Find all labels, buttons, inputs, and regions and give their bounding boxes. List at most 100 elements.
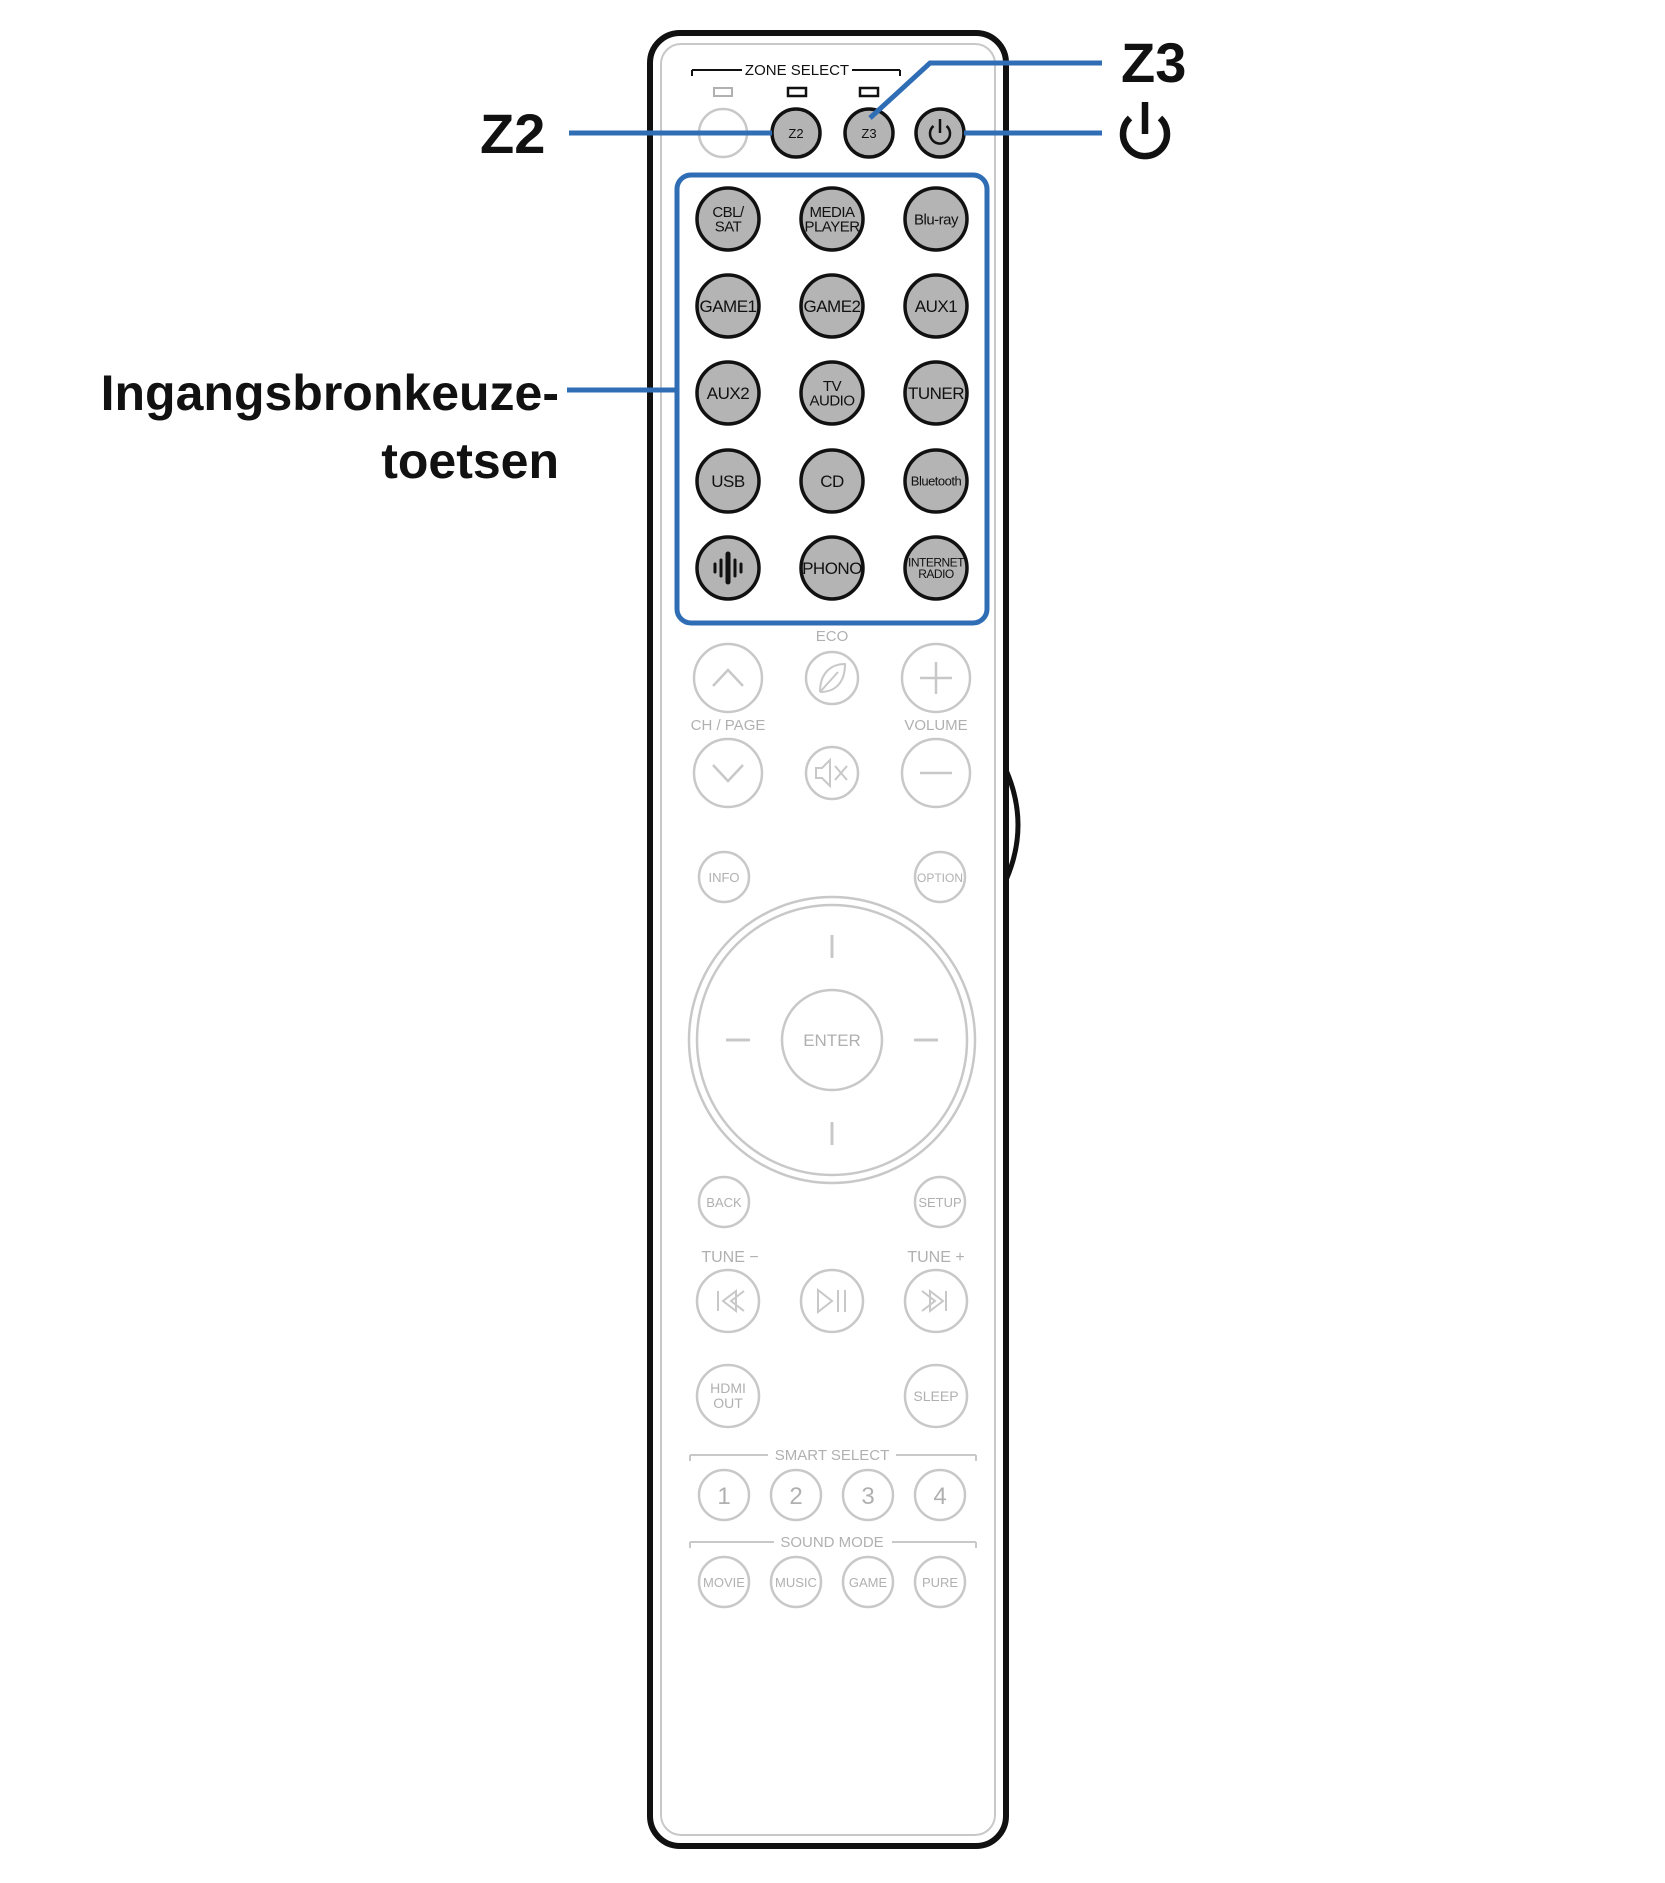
source-button-label: PLAYER	[804, 218, 860, 235]
power-icon	[928, 119, 952, 145]
tune-minus-label: TUNE −	[701, 1249, 758, 1266]
source-button-cd[interactable]: CD	[799, 448, 865, 514]
callout-input-keys-line2: toetsen	[381, 433, 559, 489]
callout-z2: Z2	[480, 102, 772, 165]
info-button[interactable]: INFO	[697, 850, 751, 904]
source-button-label: MEDIA	[809, 204, 855, 221]
sound-mode-movie-button[interactable]: MOVIE	[697, 1555, 751, 1609]
source-button-label: GAME1	[699, 297, 756, 316]
source-button-game1[interactable]: GAME1	[695, 273, 761, 339]
source-button-label: Bluetooth	[911, 474, 962, 489]
source-button-game2[interactable]: GAME2	[799, 273, 865, 339]
source-button-label: GAME2	[803, 297, 860, 316]
power-icon	[1119, 102, 1171, 160]
play-pause-button[interactable]	[799, 1268, 865, 1334]
play-pause-icon	[817, 1287, 846, 1315]
source-button-label: SAT	[715, 218, 742, 235]
smart-select-header: SMART SELECT	[689, 1447, 977, 1464]
eco-button[interactable]	[804, 650, 860, 706]
plus-icon	[920, 662, 952, 694]
source-button-bluetooth[interactable]: Bluetooth	[903, 448, 969, 514]
smart-select-label: 4	[933, 1483, 946, 1510]
sound-mode-header: SOUND MODE	[689, 1534, 977, 1551]
hdmi-out-label-line: HDMI	[710, 1380, 746, 1396]
source-button-aux1[interactable]: AUX1	[903, 273, 969, 339]
zone-indicator-main	[713, 87, 733, 97]
source-button-heos-icon[interactable]	[695, 535, 761, 601]
sound-mode-game-button[interactable]: GAME	[841, 1555, 895, 1609]
smart-select-3-button[interactable]: 3	[841, 1468, 895, 1522]
z3-button[interactable]: Z3	[843, 107, 895, 159]
source-button-label: CBL/	[712, 204, 745, 221]
volume-down-button[interactable]	[900, 737, 972, 809]
smart-select-1-button[interactable]: 1	[697, 1468, 751, 1522]
z2-button[interactable]: Z2	[770, 107, 822, 159]
source-button-cbl-sat[interactable]: CBL/SAT	[695, 186, 761, 252]
power-button[interactable]	[914, 107, 966, 159]
sleep-button[interactable]: SLEEP	[903, 1363, 969, 1429]
chevron-down-icon	[712, 764, 744, 783]
source-button-tuner[interactable]: TUNER	[903, 360, 969, 426]
callout-z3-label: Z3	[1121, 31, 1186, 94]
smart-select-2-button[interactable]: 2	[769, 1468, 823, 1522]
zone-indicator-z2	[786, 86, 808, 98]
source-button-label: TV	[823, 378, 842, 395]
source-button-label: USB	[711, 472, 745, 491]
ch-page-up-button[interactable]	[692, 642, 764, 714]
setup-button[interactable]: SETUP	[913, 1175, 967, 1229]
leaf-icon	[819, 662, 847, 693]
sound-mode-pure-button[interactable]: PURE	[913, 1555, 967, 1609]
back-button[interactable]: BACK	[697, 1175, 751, 1229]
enter-button[interactable]: ENTER	[780, 988, 884, 1092]
source-button-label: AUX1	[915, 297, 957, 316]
source-button-usb[interactable]: USB	[695, 448, 761, 514]
sound-mode-buttons: MOVIE MUSIC GAME PURE	[697, 1555, 967, 1609]
tune-plus-label: TUNE +	[907, 1249, 964, 1266]
smart-select-4-button[interactable]: 4	[913, 1468, 967, 1522]
sound-mode-label: GAME	[849, 1575, 888, 1590]
source-button-phono[interactable]: PHONO	[799, 535, 865, 601]
source-button-label: AUX2	[707, 384, 749, 403]
smart-select-label: 2	[789, 1483, 802, 1510]
option-button[interactable]: OPTION	[913, 850, 967, 904]
enter-label: ENTER	[803, 1031, 861, 1050]
skip-forward-icon	[921, 1288, 947, 1314]
callout-power	[964, 102, 1171, 160]
mute-button[interactable]	[804, 745, 860, 801]
next-button[interactable]	[903, 1268, 969, 1334]
smart-select-label: 1	[717, 1483, 730, 1510]
lower-controls: ECO CH / PAGE VOLUME INFO	[687, 628, 977, 1609]
back-label: BACK	[706, 1195, 742, 1210]
source-button-label: Blu-ray	[914, 211, 959, 228]
ch-page-down-button[interactable]	[692, 737, 764, 809]
heos-icon	[713, 551, 743, 585]
callout-input-keys: Ingangsbronkeuze- toetsen	[101, 365, 677, 489]
setup-label: SETUP	[918, 1195, 961, 1210]
volume-label: VOLUME	[904, 717, 967, 734]
callout-z3: Z3	[868, 31, 1186, 120]
eco-label: ECO	[816, 628, 849, 645]
chevron-up-icon	[712, 668, 744, 687]
z2-button-label: Z2	[788, 126, 803, 141]
smart-select-label: SMART SELECT	[775, 1447, 889, 1464]
callout-input-keys-line1: Ingangsbronkeuze-	[101, 365, 559, 421]
sound-mode-music-button[interactable]: MUSIC	[769, 1555, 823, 1609]
source-button-label: AUDIO	[809, 392, 854, 409]
info-label: INFO	[708, 870, 739, 885]
source-button-blu-ray[interactable]: Blu-ray	[903, 186, 969, 252]
smart-select-buttons: 1 2 3 4	[697, 1468, 967, 1522]
source-button-aux2[interactable]: AUX2	[695, 360, 761, 426]
volume-up-button[interactable]	[900, 642, 972, 714]
sound-mode-label: SOUND MODE	[780, 1534, 883, 1551]
previous-button[interactable]	[695, 1268, 761, 1334]
hdmi-out-label-line: OUT	[713, 1395, 743, 1411]
source-button-label: TUNER	[908, 384, 964, 403]
smart-select-label: 3	[861, 1483, 874, 1510]
source-button-label: PHONO	[802, 559, 862, 578]
